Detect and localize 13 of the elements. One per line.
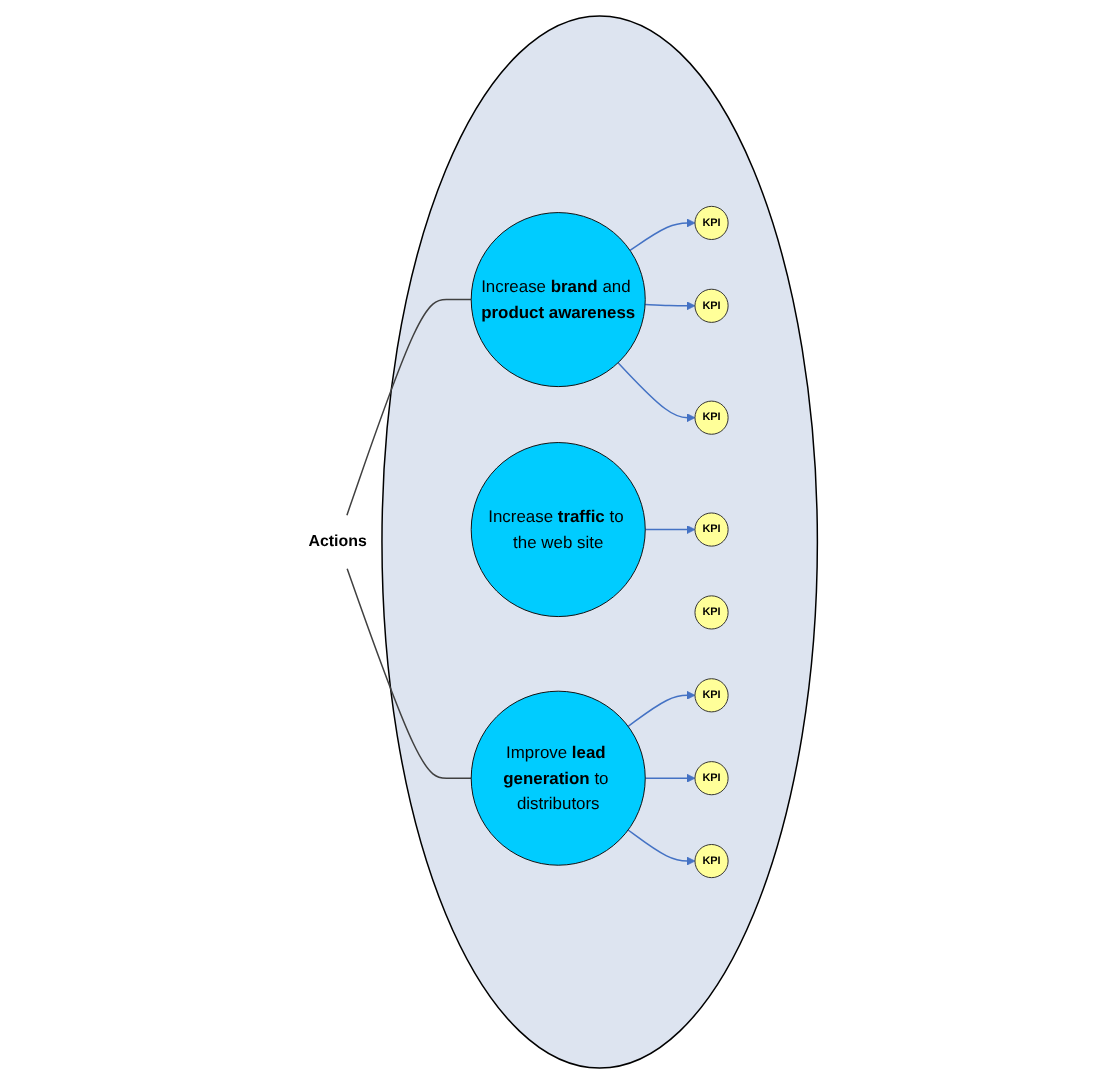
arrow <box>617 362 696 423</box>
connector <box>346 568 472 779</box>
arrow <box>644 301 696 311</box>
arrow <box>629 218 696 252</box>
arrow <box>627 690 696 728</box>
node-circle: Improve lead generation to distributors <box>470 690 646 866</box>
node-circle: Increase brand and product awareness <box>470 212 646 388</box>
arrow <box>644 773 696 783</box>
arrow <box>627 829 696 866</box>
connector <box>346 298 472 516</box>
cluster <box>381 15 819 1069</box>
arrow <box>644 525 696 534</box>
node-circle: Increase traffic to the web site <box>470 442 646 618</box>
